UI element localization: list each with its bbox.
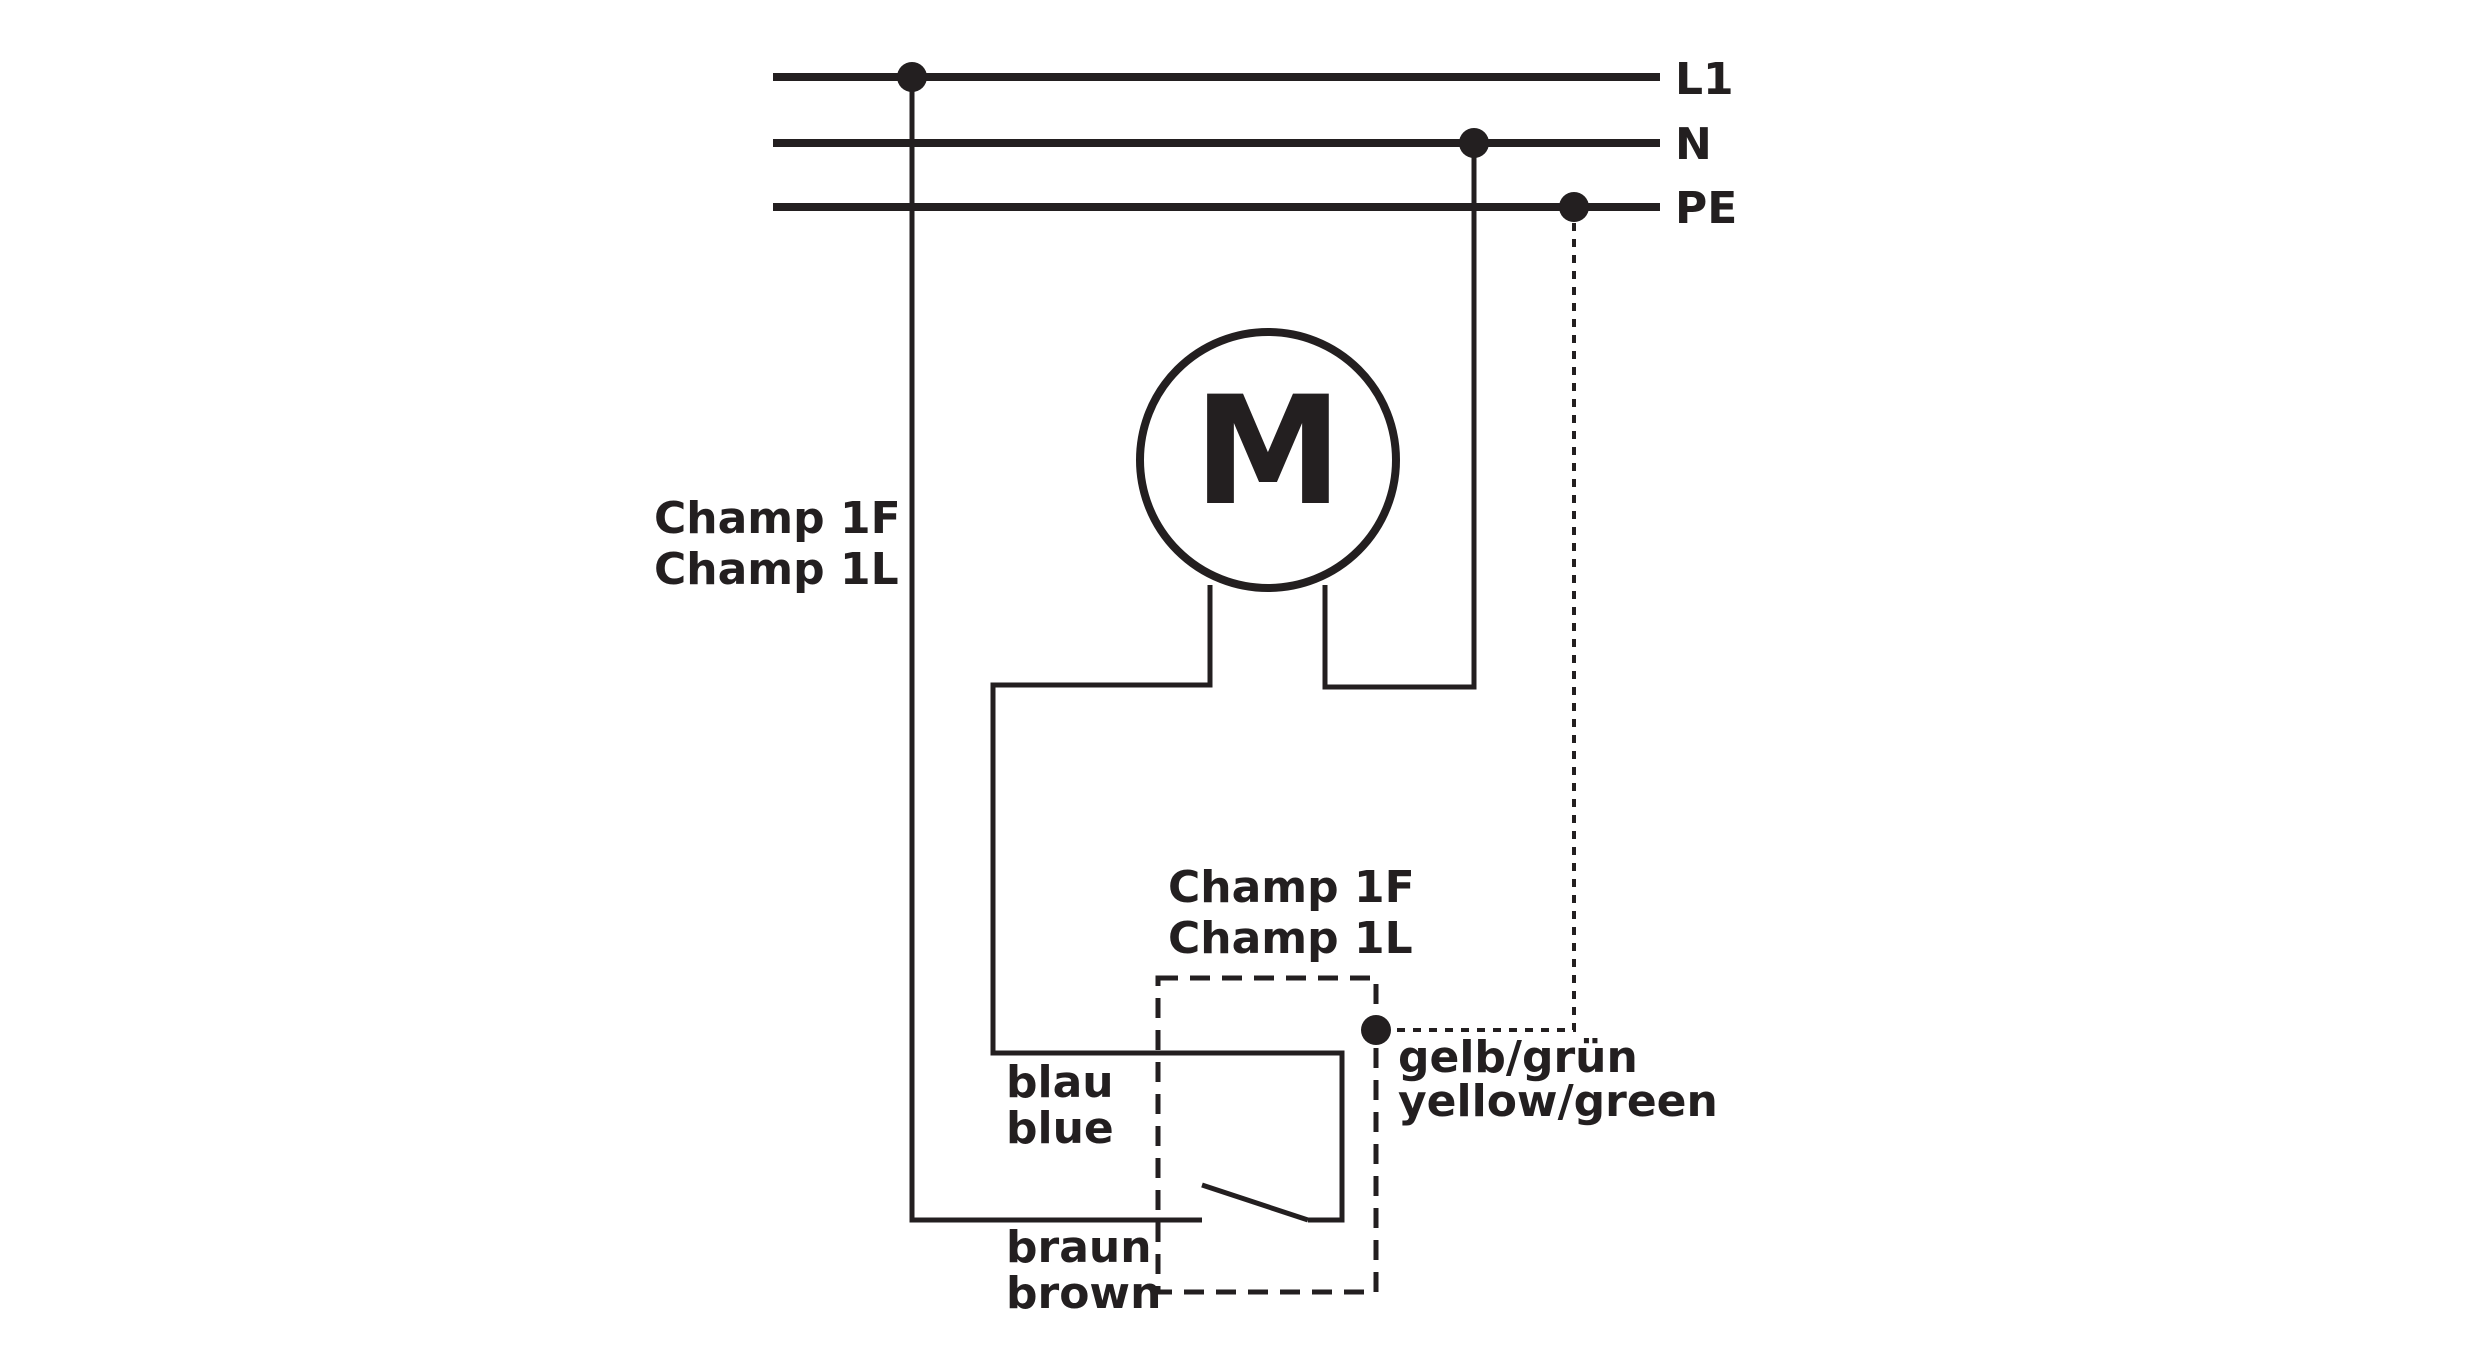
product-label-left-line2: Champ 1L [654,544,899,595]
motor-symbol [1136,328,1400,592]
blue-wire-label-de: blau [1006,1057,1114,1108]
earth-wire-label-en: yellow/green [1398,1076,1718,1127]
product-label-switch-line1: Champ 1F [1168,862,1415,913]
brown-wire-label-en: brown [1006,1268,1161,1319]
blue-wire-label-en: blue [1006,1103,1114,1154]
earth-terminal-node [1361,1015,1391,1045]
neutral-wire [1322,143,1477,690]
product-label-left-line1: Champ 1F [654,493,901,544]
product-label-switch-line2: Champ 1L [1168,913,1413,964]
bus-label-n: N [1675,119,1712,170]
bus-label-l1: L1 [1675,54,1734,105]
switch-contact [1201,1182,1309,1223]
brown-wire [909,77,1202,1223]
motor-label: M [1193,365,1342,539]
bus-label-pe: PE [1675,183,1737,234]
device-enclosure [1155,975,1379,1295]
earth-wire [1376,207,1576,1032]
brown-wire-label-de: braun [1006,1222,1152,1273]
blue-wire [990,585,1345,1223]
earth-wire-label-de: gelb/grün [1398,1032,1638,1083]
